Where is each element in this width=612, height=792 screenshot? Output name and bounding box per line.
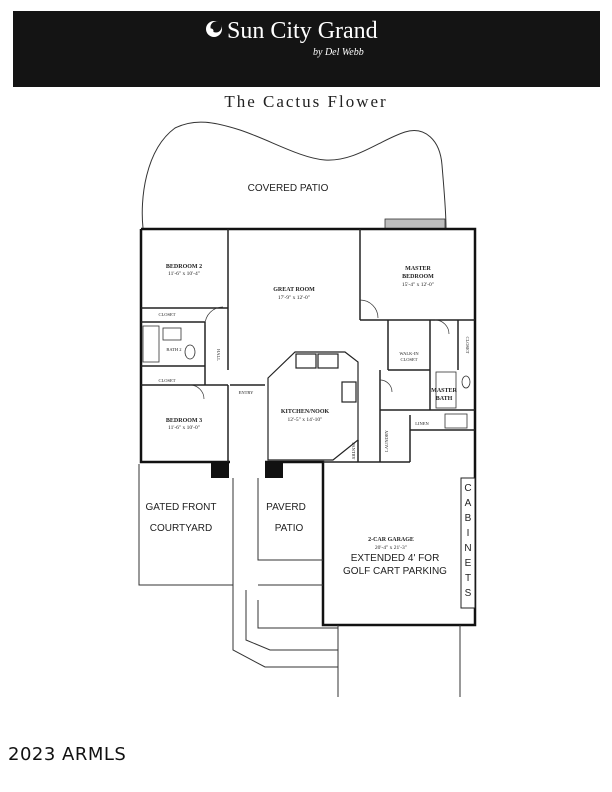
hall-label: HALL [216, 349, 221, 361]
bedroom3-label: BEDROOM 3 [166, 418, 202, 424]
covered-patio-outline [141, 121, 447, 229]
garage-dim: 20'-4" x 21'-3" [375, 545, 407, 551]
interior-walls [141, 229, 475, 463]
cabinets-letter: A [465, 498, 472, 509]
courtyard-label-2: COURTYARD [150, 523, 212, 534]
bedroom2-label: BEDROOM 2 [166, 264, 202, 270]
brand-tagline: by Del Webb [313, 47, 364, 58]
walk-in-label-1: WALK-IN [399, 351, 419, 356]
site-lines [138, 464, 461, 697]
door-swings [189, 299, 450, 400]
kitchen-label: KITCHEN/NOOK [281, 409, 330, 415]
patio-label-2: PATIO [275, 523, 304, 534]
copyright-watermark: 2023 ARMLS [8, 744, 127, 765]
front-columns [211, 462, 283, 478]
garage-note-1: EXTENDED 4' FOR [351, 553, 440, 564]
brand-name: Sun City Grand [227, 18, 378, 44]
courtyard-label-1: GATED FRONT [146, 502, 217, 513]
master-bedroom-label-1: MASTER [405, 266, 431, 272]
cabinets-letter: C [464, 483, 471, 494]
covered-patio-label: COVERED PATIO [248, 183, 329, 194]
walk-in-label-2: CLOSET [400, 357, 417, 362]
brand-logo: Sun City Grand by Del Webb [206, 18, 378, 58]
master-bedroom-label-2: BEDROOM [402, 274, 434, 280]
sun-icon [206, 21, 222, 37]
laundry-label: LAUNDRY [384, 429, 389, 452]
plan-title: The Cactus Flower [224, 92, 388, 111]
great-room-label: GREAT ROOM [273, 287, 315, 293]
closet-b3-label: CLOSET [158, 378, 175, 383]
closet-b2-label: CLOSET [158, 312, 175, 317]
kitchen-dim: 12'-5" x 14'-10" [288, 417, 323, 423]
garage-note-2: GOLF CART PARKING [343, 566, 447, 577]
cabinets-letter: E [465, 558, 472, 569]
cabinets-letter: I [467, 528, 470, 539]
bath-fixtures [142, 325, 471, 429]
kitchen-island [267, 351, 359, 461]
bedroom3-dim: 11'-6" x 10'-0" [168, 425, 200, 431]
great-room-dim: 17'-9" x 12'-0" [278, 295, 310, 301]
patio-label-1: PAVERD [266, 502, 306, 513]
master-bath-label-1: MASTER [431, 388, 457, 394]
cabinets-letter: S [465, 588, 472, 599]
window-bay [384, 218, 446, 230]
pantry-label: PANTRY [351, 442, 356, 460]
cabinets-letter: T [465, 573, 471, 584]
garage-label: 2-CAR GARAGE [368, 537, 414, 543]
header-banner: Sun City Grand by Del Webb [13, 11, 600, 87]
cabinets-letter: N [464, 543, 471, 554]
bath2-label: BATH 2 [166, 347, 181, 352]
bedroom2-dim: 11'-6" x 10'-4" [168, 271, 200, 277]
linen-label: LINEN [415, 421, 429, 426]
master-bath-label-2: BATH [436, 396, 453, 402]
master-closet-label: CLOSET [465, 336, 470, 353]
cabinets-strip [460, 477, 476, 609]
entry-label: ENTRY [239, 390, 255, 395]
cabinets-letter: B [465, 513, 472, 524]
cabinets-label: C A B I N E T S [464, 483, 471, 599]
master-bedroom-dim: 15'-4" x 12'-0" [402, 282, 434, 288]
